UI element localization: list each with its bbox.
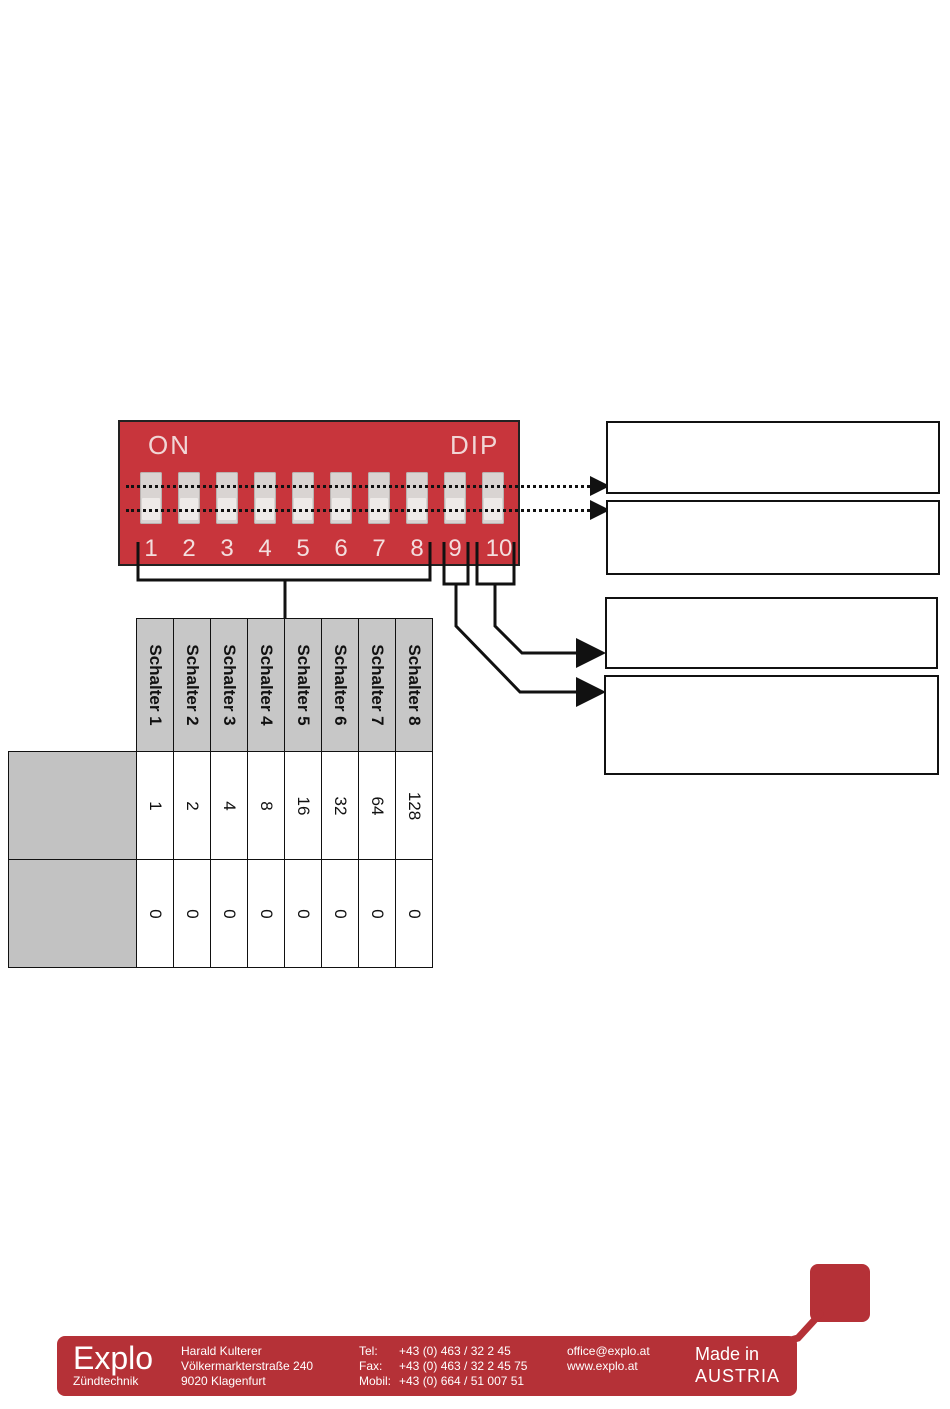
switch-number-9: 9: [448, 535, 462, 562]
dip-brand-label: DIP: [450, 430, 500, 460]
switch-number-10: 10: [485, 535, 513, 562]
header-label: Schalter 7: [368, 644, 387, 726]
website-link[interactable]: www.explo.at: [567, 1359, 638, 1373]
header-label: Schalter 5: [294, 644, 313, 726]
switch-number-2: 2: [182, 535, 196, 562]
phone-label: Tel:: [359, 1344, 378, 1358]
table-cell-weight: 64: [358, 751, 396, 860]
table-cell-weight: 2: [173, 751, 211, 860]
state-value: 0: [146, 908, 165, 919]
address-line-1: Harald Kulterer: [181, 1344, 262, 1358]
country-label: AUSTRIA: [695, 1366, 781, 1386]
weight-value: 2: [183, 800, 202, 811]
weight-value: 8: [257, 800, 276, 811]
switch-number-3: 3: [220, 535, 234, 562]
address-line-2: Völkermarkterstraße 240: [181, 1359, 314, 1373]
address-line-3: 9020 Klagenfurt: [181, 1374, 266, 1388]
table-cell-weight: 8: [247, 751, 285, 860]
state-value: 0: [294, 908, 313, 919]
made-in-label: Made in: [695, 1344, 760, 1364]
table-header-cell: Schalter 8: [395, 618, 433, 752]
state-value: 0: [220, 908, 239, 919]
switch-number-5: 5: [296, 535, 310, 562]
switch-number-8: 8: [410, 535, 424, 562]
email-link[interactable]: office@explo.at: [567, 1344, 650, 1358]
dotted-connector-top: [126, 485, 596, 488]
table-cell-state[interactable]: 0: [210, 859, 248, 968]
footer-bar: Explo Zündtechnik Harald Kulterer Völker…: [57, 1336, 797, 1396]
mobile-value: +43 (0) 664 / 51 007 51: [399, 1374, 525, 1388]
table-cell-state[interactable]: 0: [247, 859, 285, 968]
header-label: Schalter 1: [146, 644, 165, 726]
table-header-cell: Schalter 6: [321, 618, 359, 752]
table-cell-state[interactable]: 0: [358, 859, 396, 968]
weight-value: 128: [405, 791, 424, 820]
brand-subtitle: Zündtechnik: [73, 1374, 139, 1388]
header-label: Schalter 8: [405, 644, 424, 726]
header-label: Schalter 4: [257, 644, 276, 726]
table-cell-weight: 1: [136, 751, 174, 860]
state-value: 0: [405, 908, 424, 919]
weight-value: 64: [368, 796, 387, 815]
table-cell-state[interactable]: 0: [173, 859, 211, 968]
brand-logo: Explo: [73, 1340, 154, 1376]
table-cell-state[interactable]: 0: [321, 859, 359, 968]
phone-value: +43 (0) 463 / 32 2 45: [399, 1344, 511, 1358]
weight-value: 4: [220, 800, 239, 811]
fax-label: Fax:: [359, 1359, 383, 1373]
switch-number-1: 1: [144, 535, 158, 562]
table-cell-weight: 32: [321, 751, 359, 860]
info-box-1: [606, 421, 940, 494]
dip-on-label: ON: [148, 430, 191, 460]
state-value: 0: [331, 908, 350, 919]
fax-value: +43 (0) 463 / 32 2 45 75: [399, 1359, 528, 1373]
state-value: 0: [368, 908, 387, 919]
table-cell-weight: 128: [395, 751, 433, 860]
mobile-label: Mobil:: [359, 1374, 392, 1388]
table-header-cell: Schalter 1: [136, 618, 174, 752]
connector-lines: [136, 476, 610, 707]
state-value: 0: [257, 908, 276, 919]
table-cell-weight: 16: [284, 751, 322, 860]
switch-number-7: 7: [372, 535, 386, 562]
row-label-state: [8, 859, 137, 968]
table-cell-weight: 4: [210, 751, 248, 860]
state-value: 0: [183, 908, 202, 919]
table-header-cell: Schalter 5: [284, 618, 322, 752]
info-box-3: [605, 597, 938, 669]
dotted-connector-bottom: [126, 509, 596, 512]
header-label: Schalter 2: [183, 644, 202, 726]
table-header-cell: Schalter 7: [358, 618, 396, 752]
info-box-4: [604, 675, 939, 775]
switch-number-6: 6: [334, 535, 348, 562]
switch-number-4: 4: [258, 535, 272, 562]
table-header-cell: Schalter 2: [173, 618, 211, 752]
weight-value: 32: [331, 796, 350, 815]
table-cell-state[interactable]: 0: [136, 859, 174, 968]
table-cell-state[interactable]: 0: [395, 859, 433, 968]
info-box-2: [606, 500, 940, 575]
table-header-cell: Schalter 4: [247, 618, 285, 752]
table-cell-state[interactable]: 0: [284, 859, 322, 968]
row-label-weight: [8, 751, 137, 860]
weight-value: 1: [146, 800, 165, 811]
header-label: Schalter 6: [331, 644, 350, 726]
header-label: Schalter 3: [220, 644, 239, 726]
table-header-cell: Schalter 3: [210, 618, 248, 752]
weight-value: 16: [294, 796, 313, 815]
